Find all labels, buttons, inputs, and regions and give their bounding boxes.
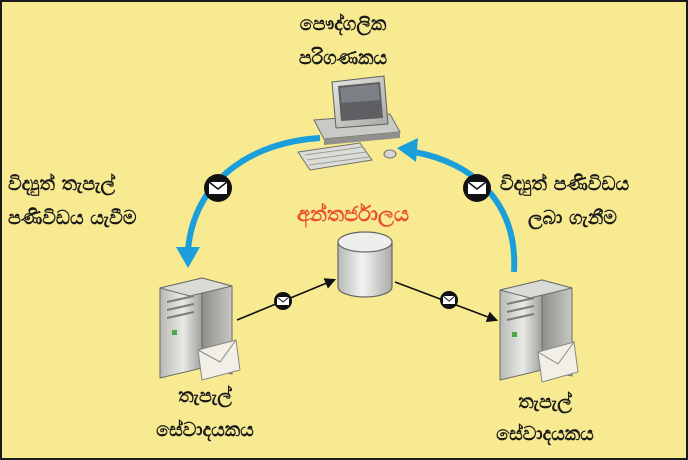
receive-label-line1: විද්‍යුත් පණිවිඩය — [500, 173, 630, 195]
send-label: විද්‍යුත් තැපැල් පණිවිඩය යැවීම — [8, 172, 137, 230]
receive-arrow-head — [397, 138, 418, 162]
left-server-label-line1: තැපැල් — [178, 385, 232, 407]
receive-label: විද්‍යුත් පණිවිඩය ලබා ගැනීම — [500, 172, 629, 230]
send-arrow — [185, 135, 321, 251]
send-label-line1: විද්‍යුත් තැපැල් — [8, 173, 115, 195]
envelope-icon — [204, 174, 232, 202]
desktop-computer-icon — [297, 75, 401, 171]
mail-server-icon — [499, 279, 579, 383]
computer-label-line2: පරිගණකය — [298, 47, 388, 69]
computer-label: පෞද්ගලික පරිගණකය — [268, 12, 418, 70]
envelope-icon — [274, 292, 292, 310]
envelope-icon — [463, 174, 491, 202]
receive-label-line2: ලබා ගැනීම — [528, 207, 617, 229]
send-label-line2: පණිවිඩය යැවීම — [8, 207, 137, 229]
left-server-label-line2: සේවාදයකය — [156, 419, 254, 441]
left-server-label: තැපැල් සේවාදයකය — [130, 384, 280, 442]
computer-label-line1: පෞද්ගලික — [299, 13, 387, 35]
right-server-label: තැපැල් සේවාදයකය — [470, 390, 620, 446]
internet-label: අන්තර්ජාලය — [297, 202, 409, 226]
database-cylinder-icon — [337, 231, 393, 298]
envelope-icon — [440, 291, 458, 309]
right-server-label-line2: සේවාදයකය — [496, 423, 594, 445]
right-server-label-line1: තැපැල් — [518, 391, 572, 413]
send-arrow-head — [176, 247, 200, 268]
mail-server-icon — [159, 277, 241, 381]
